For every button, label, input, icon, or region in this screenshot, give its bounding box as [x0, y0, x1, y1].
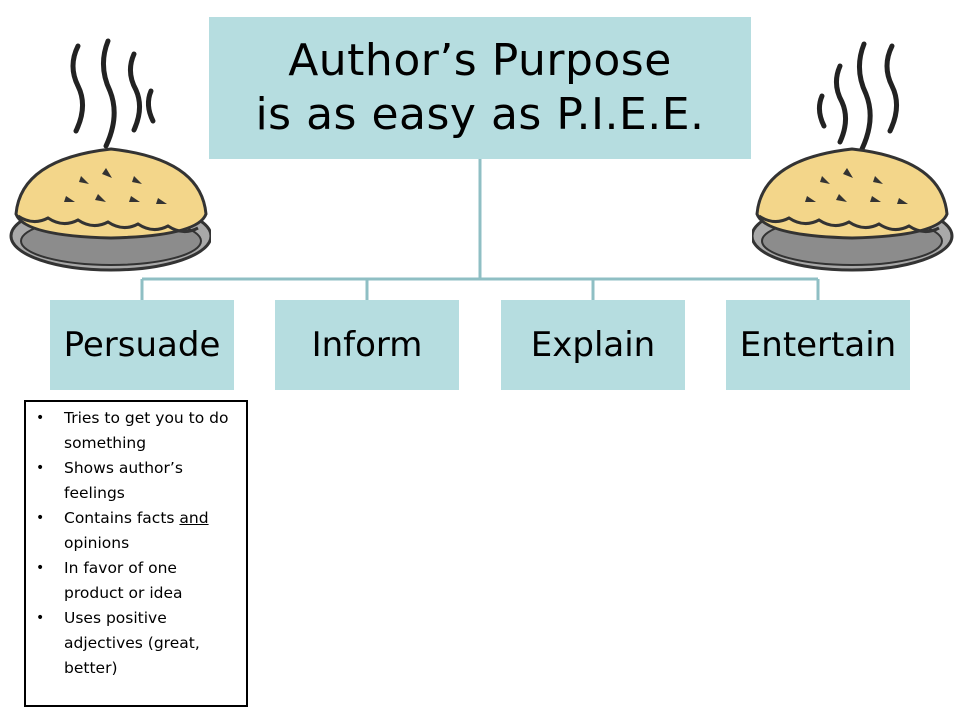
list-item-text: Uses positive adjectives (great, better) — [64, 609, 200, 677]
list-item-text-prefix: Contains facts — [64, 509, 180, 527]
bullet-icon: • — [36, 460, 45, 476]
list-item: • Tries to get you to do something — [34, 406, 240, 456]
node-entertain: Entertain — [726, 300, 910, 390]
list-item-text: In favor of one product or idea — [64, 559, 183, 602]
node-persuade: Persuade — [50, 300, 234, 390]
persuade-details-box: • Tries to get you to do something • Shows… — [24, 400, 248, 707]
title-box: Author’s Purpose is as easy as P.I.E.E. — [209, 17, 751, 159]
bullet-icon: • — [36, 560, 45, 576]
persuade-details-list: • Tries to get you to do something • Shows… — [34, 406, 240, 681]
bullet-icon: • — [36, 610, 45, 626]
list-item: • Contains facts and opinions — [34, 506, 240, 556]
node-inform: Inform — [275, 300, 459, 390]
list-item-text-underlined: and — [179, 509, 209, 527]
list-item: • Shows author’s feelings — [34, 456, 240, 506]
list-item-text: Shows author’s feelings — [64, 459, 183, 502]
bullet-icon: • — [36, 510, 45, 526]
list-item-text-suffix: opinions — [64, 534, 130, 552]
bullet-icon: • — [36, 410, 45, 426]
steaming-pie-icon — [752, 41, 954, 272]
steaming-pie-icon — [9, 38, 211, 272]
list-item: • In favor of one product or idea — [34, 556, 240, 606]
title-line-2: is as easy as P.I.E.E. — [255, 89, 705, 140]
list-item: • Uses positive adjectives (great, better… — [34, 606, 240, 681]
node-explain: Explain — [501, 300, 685, 390]
list-item-text: Tries to get you to do something — [64, 409, 229, 452]
title-line-1: Author’s Purpose — [288, 35, 672, 86]
